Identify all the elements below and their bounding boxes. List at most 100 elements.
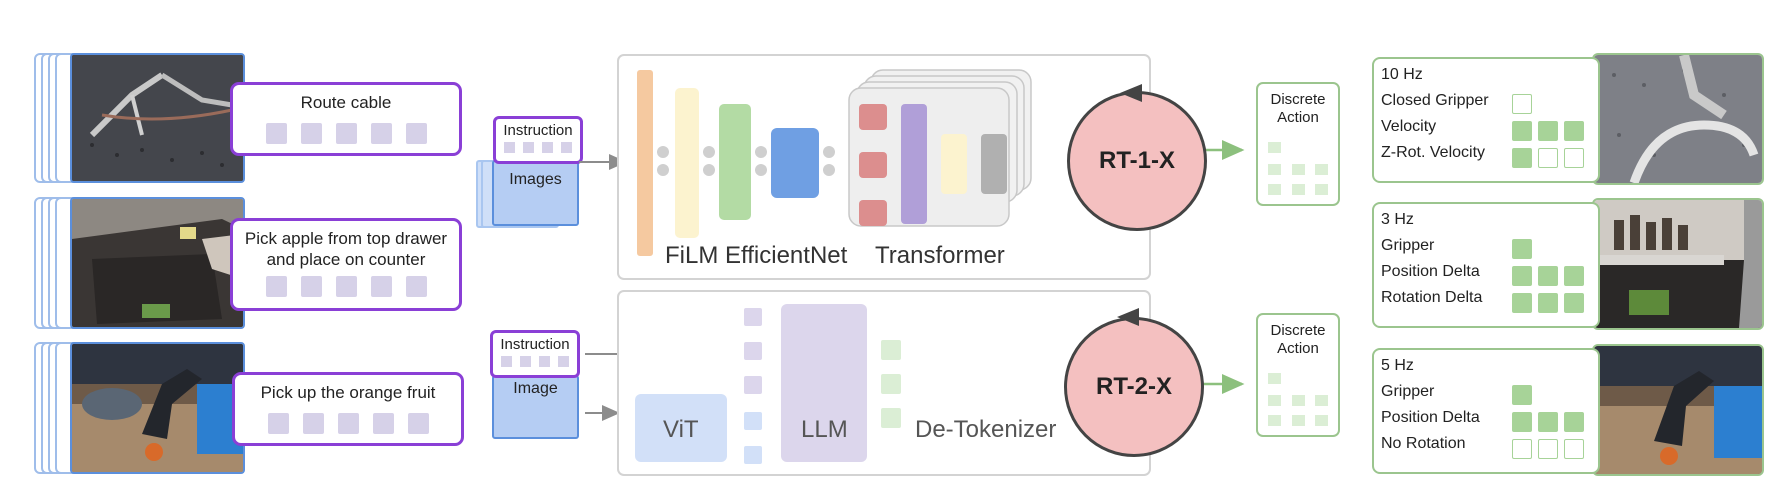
instruction-label: Instruction bbox=[500, 336, 570, 353]
action-space-card: 10 Hz Closed Gripper Velocity Z-Rot. Vel… bbox=[1372, 57, 1600, 183]
action-dim-cell bbox=[1538, 412, 1558, 432]
robot-camera-image bbox=[1592, 53, 1764, 185]
token bbox=[405, 276, 427, 297]
token bbox=[335, 276, 357, 297]
token bbox=[372, 413, 394, 434]
token bbox=[407, 413, 429, 434]
action-dim-cell bbox=[1538, 121, 1558, 141]
rt2-x-label: RT-2-X bbox=[1095, 373, 1172, 400]
image-label: Image bbox=[513, 380, 558, 397]
llm-label: LLM bbox=[801, 416, 848, 443]
action-dim-cell bbox=[1538, 266, 1558, 286]
action-row-label: Gripper bbox=[1381, 383, 1435, 400]
robot-camera-image bbox=[1592, 344, 1764, 476]
action-row-label: Closed Gripper bbox=[1381, 92, 1489, 109]
token bbox=[265, 123, 287, 144]
token bbox=[370, 276, 392, 297]
instruction-card: Pick up the orange fruit bbox=[232, 372, 464, 446]
drawer-scene bbox=[72, 199, 243, 327]
conv-layer-3 bbox=[719, 104, 751, 220]
token bbox=[370, 123, 392, 144]
instruction-tokens bbox=[233, 276, 459, 297]
robot-camera-image bbox=[70, 197, 245, 329]
instruction-tokens bbox=[235, 413, 461, 434]
action-dim-cell bbox=[1512, 148, 1532, 168]
action-space-card: 3 Hz Gripper Position Delta Rotation Del… bbox=[1372, 202, 1600, 328]
transformer-block bbox=[848, 87, 1010, 227]
conv-layer-2 bbox=[675, 88, 699, 238]
instruction-box: Instruction bbox=[493, 116, 583, 164]
token bbox=[302, 413, 324, 434]
action-row-label: Rotation Delta bbox=[1381, 289, 1483, 306]
action-space-card: 5 Hz Gripper Position Delta No Rotation bbox=[1372, 348, 1600, 474]
control-rate: 5 Hz bbox=[1381, 357, 1414, 374]
token bbox=[337, 413, 359, 434]
rt1-discrete-action: Discrete Action bbox=[1256, 82, 1340, 206]
action-dim-cell bbox=[1512, 439, 1532, 459]
vit-llm-blocks bbox=[635, 304, 901, 464]
rt1-x-label: RT-1-X bbox=[1098, 147, 1175, 174]
action-row-label: Z-Rot. Velocity bbox=[1381, 144, 1486, 161]
action-dim-cell bbox=[1512, 385, 1532, 405]
cable-table-scene bbox=[1594, 55, 1762, 183]
action-dim-cell bbox=[1564, 121, 1584, 141]
token bbox=[335, 123, 357, 144]
action-dim-cell bbox=[1512, 412, 1532, 432]
instruction-label: Instruction bbox=[503, 122, 573, 139]
orange-fruit-scene bbox=[1594, 346, 1762, 474]
token bbox=[265, 276, 287, 297]
llm-block bbox=[781, 304, 867, 462]
robot-camera-image bbox=[70, 342, 245, 474]
action-dim-cell bbox=[1538, 148, 1558, 168]
token bbox=[300, 276, 322, 297]
action-row-label: Position Delta bbox=[1381, 409, 1480, 426]
vit-block bbox=[635, 394, 727, 462]
instruction-mini-tokens bbox=[496, 142, 580, 153]
film-efficientnet-label: FiLM EfficientNet bbox=[665, 242, 848, 269]
image-box: Image bbox=[492, 375, 579, 439]
images-label: Images bbox=[509, 171, 562, 188]
action-row-label: Position Delta bbox=[1381, 263, 1480, 280]
conv-layer-4 bbox=[771, 128, 819, 198]
token bbox=[405, 123, 427, 144]
action-row-label: Gripper bbox=[1381, 237, 1435, 254]
instruction-text: Pick apple from top drawer and place on … bbox=[244, 229, 448, 269]
instruction-text: Pick up the orange fruit bbox=[260, 383, 436, 402]
rt1-architecture-panel: FiLM EfficientNet Transformer bbox=[617, 54, 1151, 280]
rt2-architecture-panel: ViT LLM De-Tokenizer bbox=[617, 290, 1151, 476]
kitchen-drawer-scene bbox=[1594, 200, 1762, 328]
instruction-tokens bbox=[233, 123, 459, 144]
discrete-action-label: Discrete Action bbox=[1270, 322, 1326, 357]
action-dim-cell bbox=[1512, 293, 1532, 313]
robot-camera-image bbox=[1592, 198, 1764, 330]
action-dim-cell bbox=[1564, 439, 1584, 459]
action-dim-cell bbox=[1564, 293, 1584, 313]
action-row-label: No Rotation bbox=[1381, 435, 1466, 452]
vit-label: ViT bbox=[663, 416, 699, 443]
instruction-text: Route cable bbox=[300, 93, 392, 112]
discrete-action-label: Discrete Action bbox=[1270, 91, 1326, 126]
action-dim-cell bbox=[1512, 121, 1532, 141]
token bbox=[300, 123, 322, 144]
action-row-label: Velocity bbox=[1381, 118, 1437, 135]
action-dim-cell bbox=[1512, 94, 1532, 114]
action-dim-cell bbox=[1564, 148, 1584, 168]
cycle-arrowhead-icon bbox=[1120, 84, 1142, 102]
token bbox=[267, 413, 289, 434]
de-tokenizer-label: De-Tokenizer bbox=[915, 416, 1057, 443]
rt2-x-model: RT-2-X bbox=[1064, 317, 1204, 457]
film-efficientnet-blocks bbox=[637, 69, 1032, 256]
instruction-card: Route cable bbox=[230, 82, 462, 156]
action-dim-cell bbox=[1538, 293, 1558, 313]
action-dim-cell bbox=[1538, 439, 1558, 459]
action-dim-cell bbox=[1564, 412, 1584, 432]
instruction-box: Instruction bbox=[490, 330, 580, 378]
robot-camera-image bbox=[70, 53, 245, 183]
action-dim-cell bbox=[1512, 239, 1532, 259]
rt2-discrete-action: Discrete Action bbox=[1256, 313, 1340, 437]
action-dim-cell bbox=[1512, 266, 1532, 286]
action-dim-cell bbox=[1564, 266, 1584, 286]
control-rate: 3 Hz bbox=[1381, 211, 1414, 228]
cable-routing-scene bbox=[72, 55, 243, 181]
conv-layer-1 bbox=[637, 70, 653, 256]
